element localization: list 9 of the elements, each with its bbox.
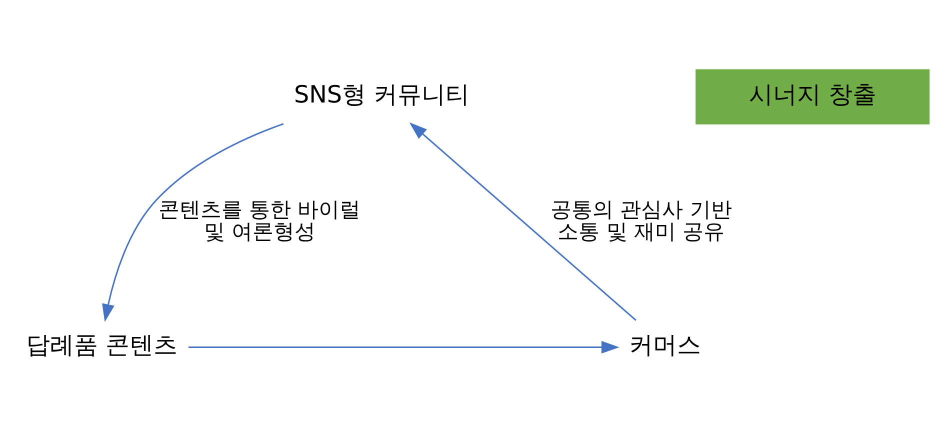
arrow: [409, 122, 636, 321]
edge-label: 공통의 관심사 기반 소통 및 재미 공유: [550, 197, 732, 244]
arrow: [188, 340, 620, 354]
node-box: 시너지 창출: [696, 69, 930, 124]
node-text: 커머스: [629, 330, 702, 359]
edge-label: 콘텐츠를 통한 바이럴 및 여론형성: [158, 197, 361, 244]
arrow: [102, 123, 284, 322]
node-text: SNS형 커뮤니티: [294, 80, 470, 108]
node-text: 답례품 콘텐츠: [26, 330, 178, 359]
